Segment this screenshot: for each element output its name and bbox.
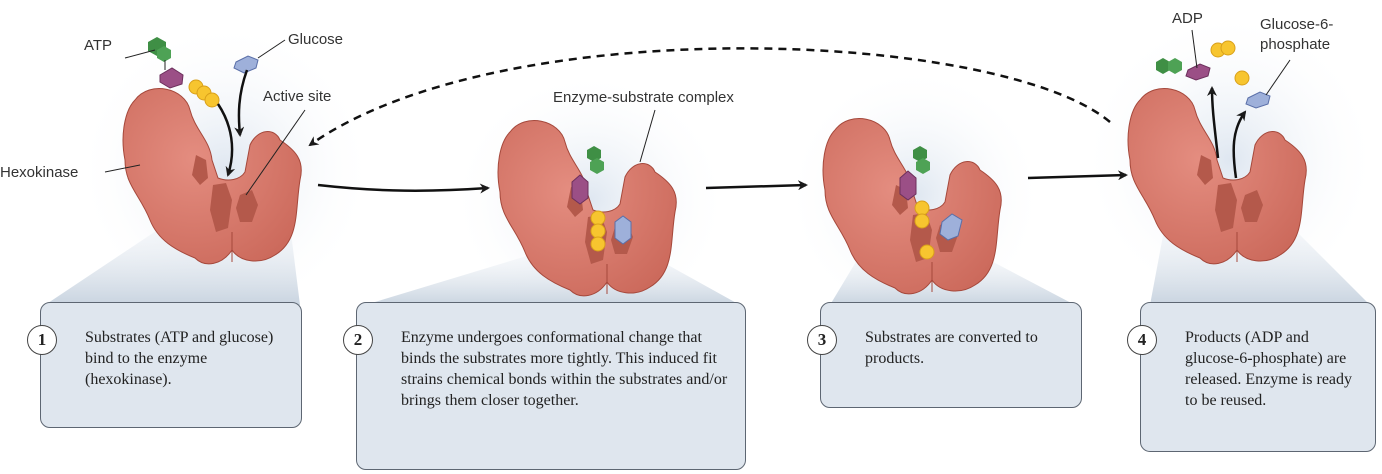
label-glucose-6-phosphate-2: phosphate — [1260, 36, 1331, 53]
arrow-step1-to-step2 — [317, 183, 490, 194]
step-4-box: 4 Products (ADP and glucose-6-phosphate)… — [1127, 302, 1376, 452]
label-glucose: Glucose — [288, 31, 344, 48]
product-forming-molecules — [899, 146, 963, 260]
atp-leader-line — [124, 49, 156, 59]
glucose-leader-line — [257, 39, 286, 59]
active-site-leader-line — [245, 109, 306, 196]
step-1-number: 1 — [27, 325, 57, 355]
arrow-step3-to-step4 — [1027, 170, 1128, 181]
step-2-box: 2 Enzyme undergoes conformational change… — [343, 302, 746, 470]
glucose-molecule-1 — [233, 55, 259, 74]
arrow-step2-to-step3 — [705, 180, 808, 191]
step-4-text: Products (ADP and glucose-6-phosphate) a… — [1185, 329, 1353, 409]
label-enzyme-substrate-complex: Enzyme-substrate complex — [553, 89, 734, 106]
hexokinase-leader-line — [104, 164, 141, 173]
product-molecules — [1156, 29, 1291, 179]
glucose-binding-arrow — [234, 69, 249, 137]
step-1-text: Substrates (ATP and glucose) bind to the… — [85, 329, 274, 388]
atp-molecule-1 — [148, 37, 220, 108]
label-hexokinase: Hexokinase — [0, 164, 79, 181]
label-active-site: Active site — [263, 88, 332, 105]
label-atp: ATP — [84, 37, 113, 54]
step-4-number: 4 — [1127, 325, 1157, 355]
step-2-number: 2 — [343, 325, 373, 355]
label-glucose-6-phosphate-1: Glucose-6- — [1260, 16, 1334, 33]
enzyme-reuse-dashed-arrow — [308, 47, 1111, 147]
step-2-text: Enzyme undergoes conformational change t… — [401, 329, 728, 409]
label-adp: ADP — [1172, 10, 1203, 27]
step-1-box: 1 Substrates (ATP and glucose) bind to t… — [27, 302, 302, 428]
enzyme-substrate-complex-molecules — [571, 109, 656, 252]
step-3-box: 3 Substrates are converted to products. — [807, 302, 1082, 408]
step-3-number: 3 — [807, 325, 837, 355]
atp-binding-arrow — [216, 103, 236, 177]
step-3-text: Substrates are converted to products. — [865, 329, 1038, 367]
